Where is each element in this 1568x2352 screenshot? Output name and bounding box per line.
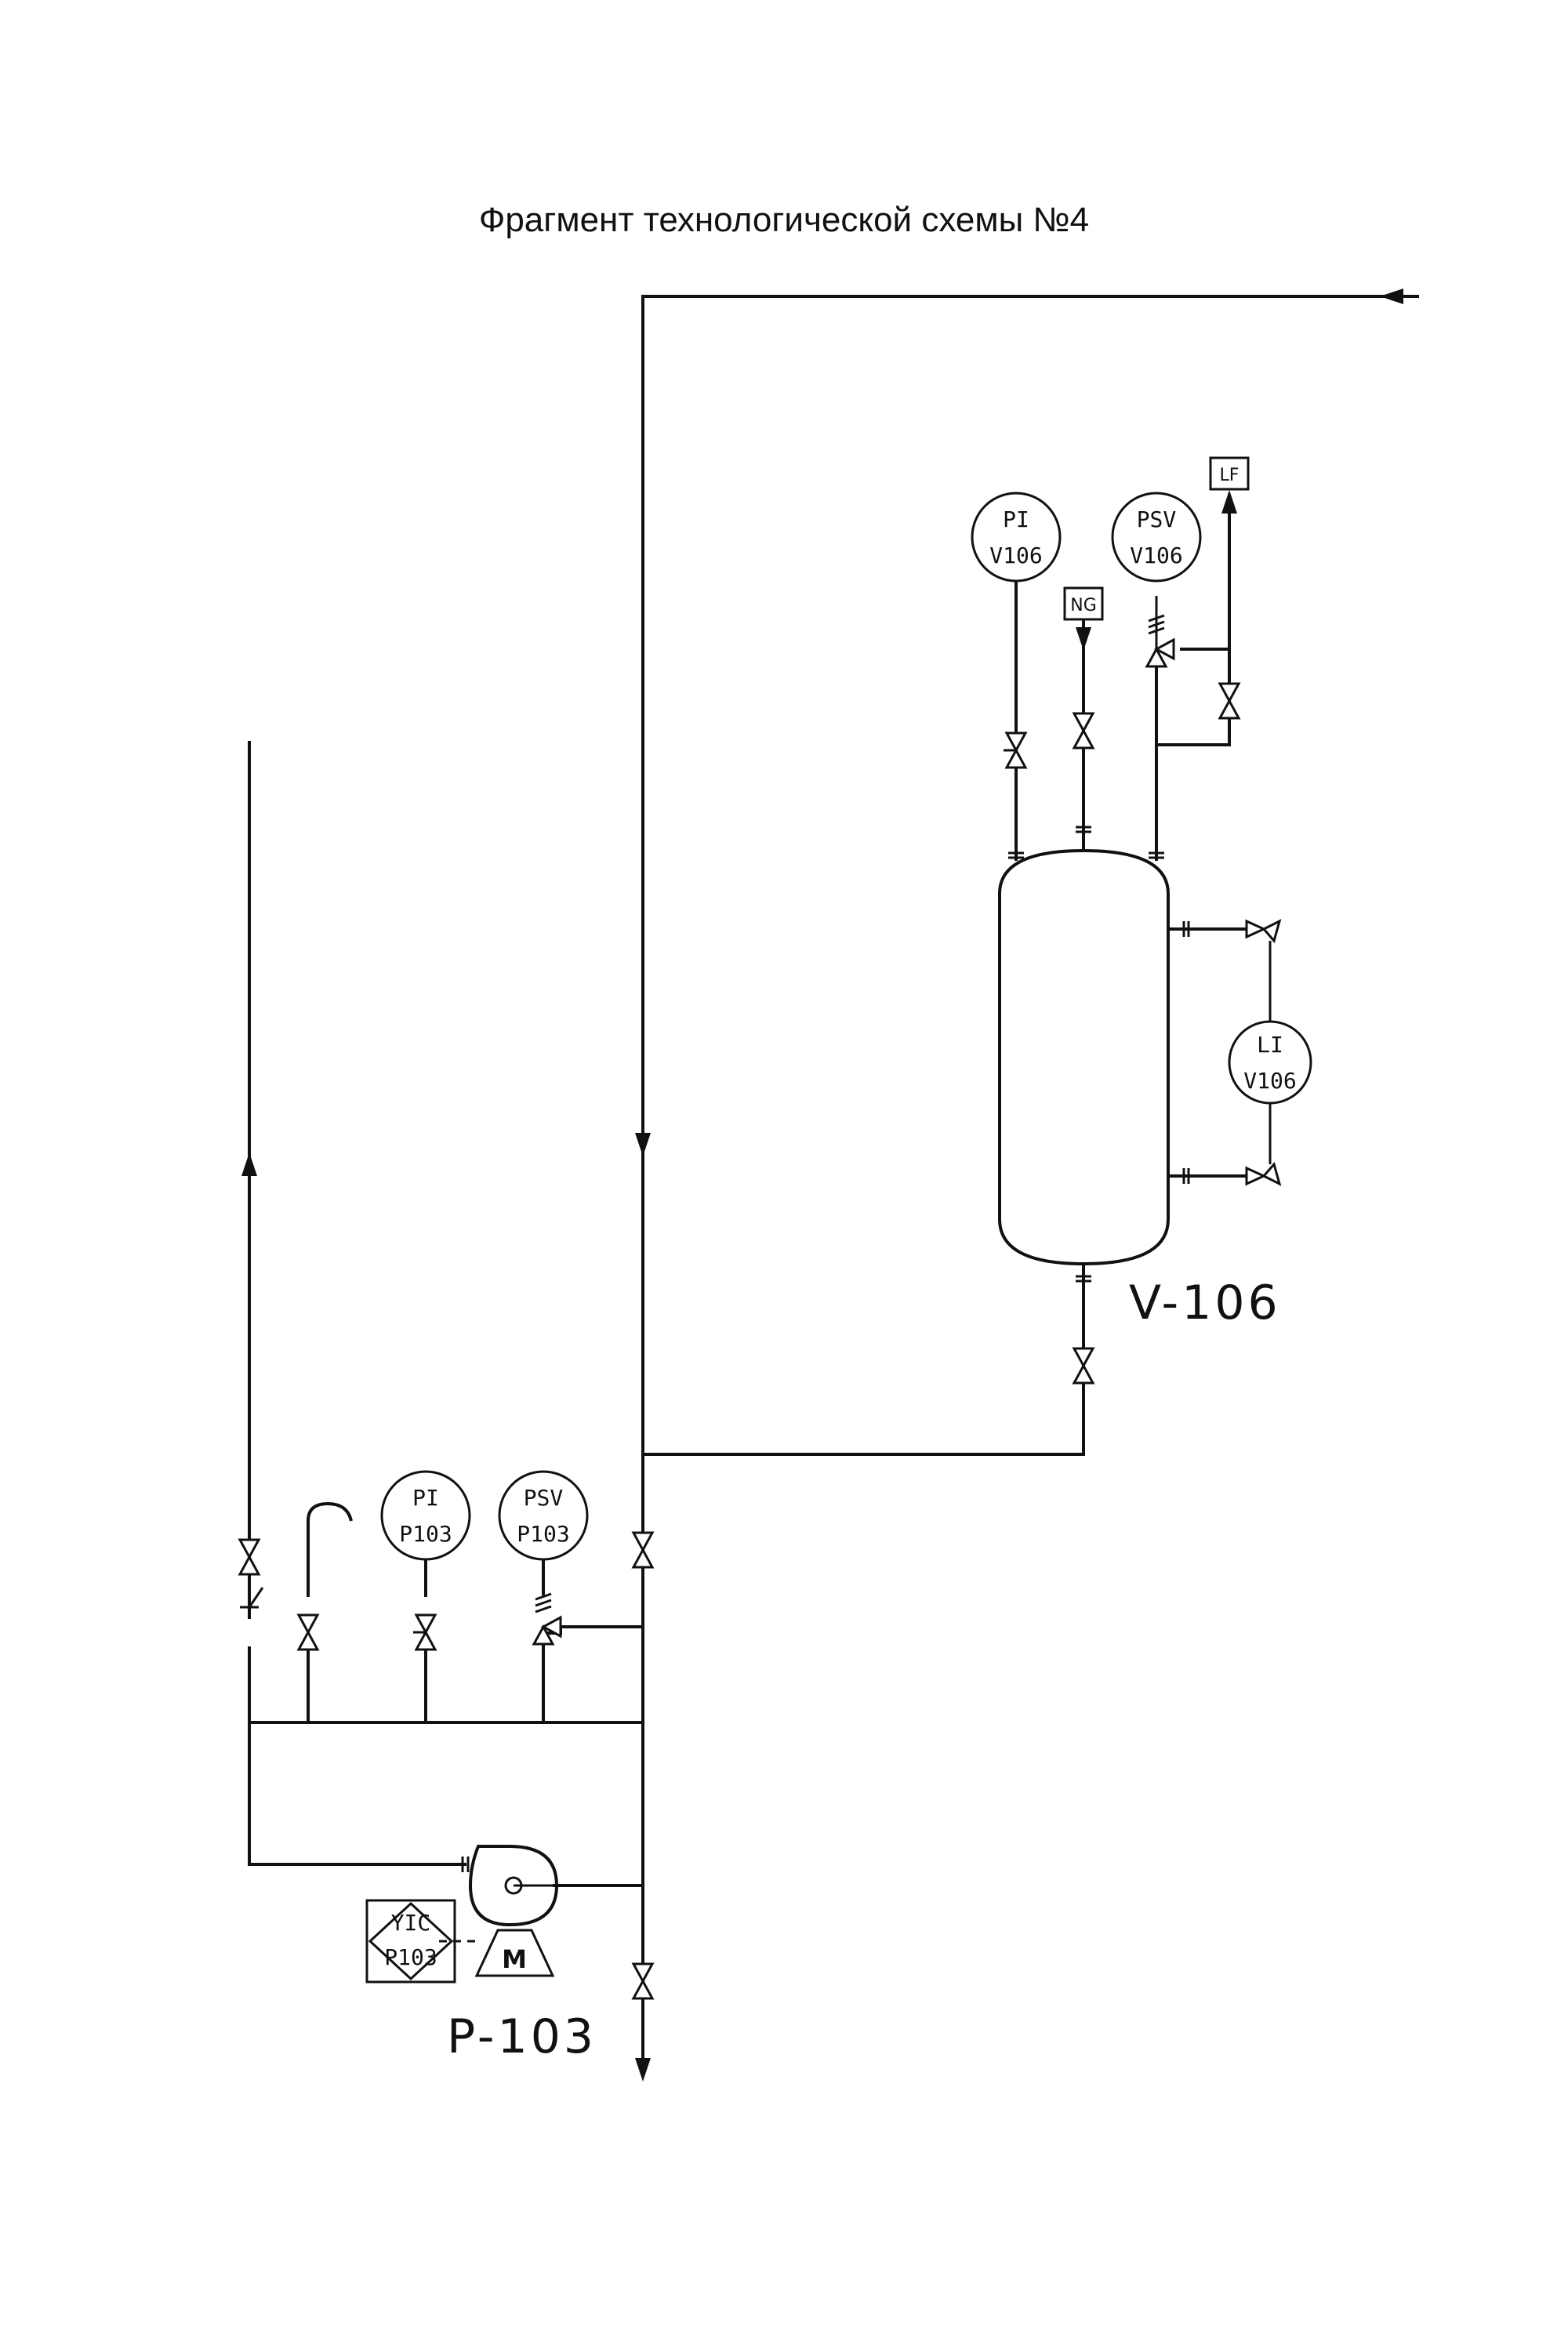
instrument-function: PI: [412, 1485, 439, 1511]
instrument-loop: P103: [384, 1944, 437, 1970]
lf-label: LF: [1220, 466, 1240, 485]
instrument-loop: V106: [1130, 543, 1182, 568]
drain-valve[interactable]: [631, 1962, 655, 2000]
pump-discharge-valve[interactable]: [238, 1538, 261, 1576]
psv-v106-valve[interactable]: [1145, 596, 1175, 668]
motor[interactable]: M: [474, 1929, 555, 1977]
pi-p103-valve[interactable]: [413, 1613, 437, 1651]
li-v106-top-valve[interactable]: [1245, 919, 1282, 944]
li-v106-bubble[interactable]: LI V106: [1228, 1020, 1312, 1105]
pi-v106-valve[interactable]: [1004, 731, 1028, 769]
pump-piping: [241, 741, 643, 1887]
vessel-outlet-valve[interactable]: [1072, 1347, 1095, 1385]
vessel-v106[interactable]: [998, 848, 1170, 1266]
vent-valve[interactable]: [296, 1613, 320, 1651]
pi-v106-line: [1008, 580, 1024, 861]
psv-p103-valve[interactable]: [532, 1592, 562, 1646]
lf-connector[interactable]: LF: [1209, 456, 1250, 491]
flow-arrow-icon: [635, 1133, 651, 1156]
pump-tag: P-103: [447, 2009, 597, 2064]
psv-v106-line: [1149, 490, 1237, 861]
flow-arrow-icon: [635, 2058, 651, 2082]
ng-connector[interactable]: NG: [1063, 586, 1104, 621]
instrument-loop: P103: [399, 1521, 452, 1547]
psv-v106-bubble[interactable]: PSV V106: [1111, 492, 1202, 583]
ng-valve[interactable]: [1072, 712, 1095, 750]
vessel-tag: V-106: [1129, 1276, 1281, 1330]
vessel-outlet-line: [643, 1264, 1091, 1456]
pi-v106-bubble[interactable]: PI V106: [971, 492, 1062, 583]
instrument-function: YIC: [391, 1910, 431, 1936]
suction-valve[interactable]: [631, 1531, 655, 1569]
instrument-function: PSV: [1137, 506, 1177, 532]
yic-p103-controller[interactable]: YIC P103: [365, 1899, 456, 1984]
flow-arrow-icon: [241, 1152, 257, 1176]
ng-label: NG: [1070, 596, 1097, 615]
instrument-loop: V106: [1243, 1068, 1296, 1094]
flow-arrow-icon: [1380, 289, 1403, 304]
page-title: Фрагмент технологической схемы №4: [478, 201, 1090, 239]
instrument-function: LI: [1257, 1032, 1283, 1058]
motor-label: M: [502, 1944, 527, 1974]
flow-arrow-icon: [1076, 627, 1091, 651]
check-valve[interactable]: [240, 1587, 264, 1619]
instrument-function: PSV: [524, 1485, 564, 1511]
incoming-feed-line: [635, 289, 1419, 2082]
li-v106-bottom-valve[interactable]: [1245, 1161, 1282, 1186]
pump-p103[interactable]: [468, 1845, 559, 1927]
instrument-loop: P103: [517, 1521, 569, 1547]
instrument-function: PI: [1003, 506, 1029, 532]
psv-v106-bypass-valve[interactable]: [1218, 682, 1241, 720]
instrument-loop: V106: [989, 543, 1042, 568]
li-v106-lines: [1168, 921, 1272, 1184]
pi-p103-bubble[interactable]: PI P103: [380, 1470, 471, 1561]
psv-p103-bubble[interactable]: PSV P103: [498, 1470, 589, 1561]
flow-arrow-icon: [1221, 490, 1237, 514]
